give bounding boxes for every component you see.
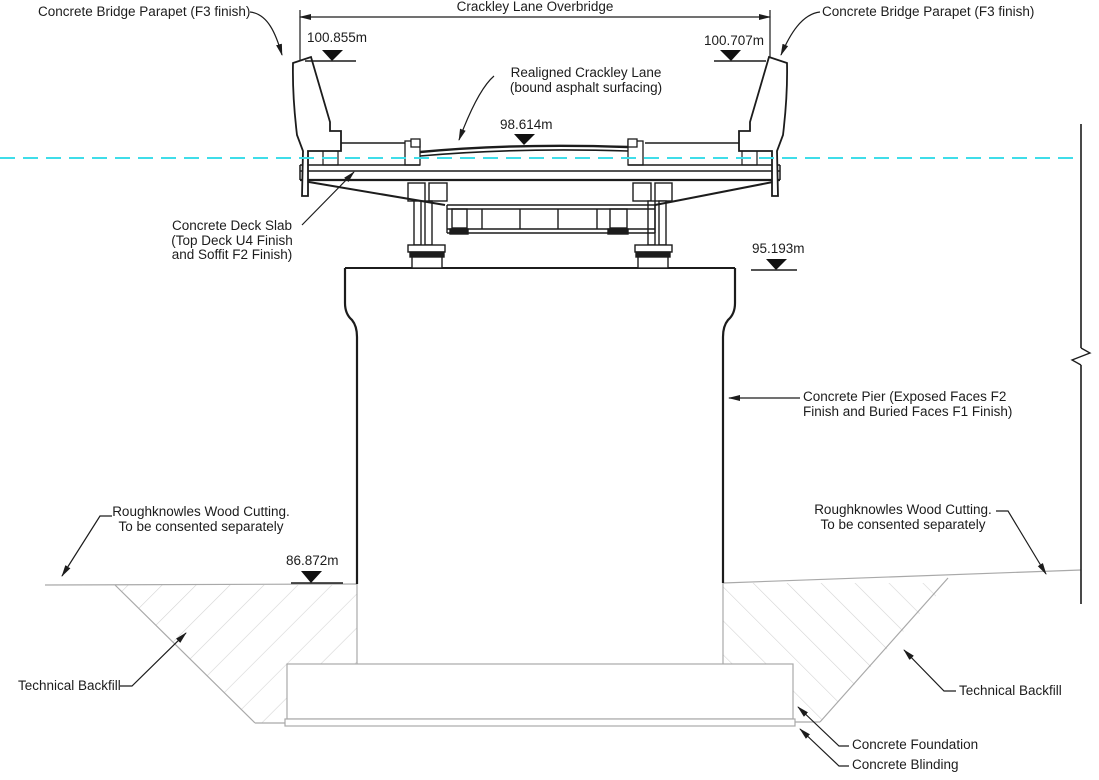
leader-blinding	[799, 728, 849, 767]
parapet-right-outline	[738, 55, 788, 197]
concrete-blinding-outline	[284, 718, 796, 727]
level-marker-icon	[301, 571, 322, 583]
kerb-left-cap	[410, 138, 421, 148]
blinding-label: Concrete Blinding	[852, 757, 959, 772]
parapet-left-outline	[292, 55, 342, 197]
level-marker-icon	[720, 50, 741, 61]
level-text-parapet-right: 100.707m	[704, 33, 765, 48]
pier-right-edge	[721, 268, 737, 583]
level-text-ground: 86.872m	[286, 553, 339, 568]
deck-structure	[299, 138, 781, 206]
ground-line-right	[722, 569, 1082, 584]
concrete-pier	[343, 267, 737, 584]
backfill-hatch-right	[723, 583, 948, 722]
ground-line-left	[44, 583, 358, 586]
realigned-lane-label: Realigned Crackley Lane (bound asphalt s…	[509, 65, 663, 95]
parapets	[292, 55, 788, 197]
extent-line-right	[1070, 124, 1092, 604]
level-marker-icon	[322, 50, 343, 61]
leader-cutting-right	[996, 510, 1047, 575]
deck-slab-label: Concrete Deck Slab (Top Deck U4 Finish a…	[171, 218, 293, 262]
deck-edges	[299, 165, 781, 180]
dimension-title: Crackley Lane Overbridge	[456, 0, 614, 14]
leader-backfill-left	[120, 632, 187, 687]
level-text-road: 98.614m	[500, 117, 553, 132]
parapet-left-label: Concrete Bridge Parapet (F3 finish)	[38, 4, 251, 19]
leader-foundation	[797, 706, 849, 747]
leader-lines	[61, 11, 1047, 767]
bearing-left	[407, 182, 448, 269]
pier-buried-edges	[356, 583, 724, 664]
concrete-foundation-outline	[286, 663, 794, 720]
diaphragm-beam	[446, 204, 656, 235]
buried-linework	[44, 569, 1082, 727]
soffit-haunch-right	[654, 180, 779, 206]
leader-backfill-right	[903, 649, 956, 692]
backfill-hatch-left	[115, 585, 357, 723]
kerb-right-cap	[627, 138, 638, 148]
level-text-parapet-left: 100.855m	[307, 30, 368, 45]
leader-parapet-right	[780, 11, 821, 56]
leader-deck-slab	[301, 171, 355, 226]
bearing-right	[632, 182, 673, 269]
pier-label: Concrete Pier (Exposed Faces F2 Finish a…	[803, 389, 1013, 419]
backfill-right-label: Technical Backfill	[959, 683, 1062, 698]
parapet-right-label: Concrete Bridge Parapet (F3 finish)	[822, 4, 1035, 19]
foundation-label: Concrete Foundation	[852, 737, 979, 752]
leader-realigned-lane	[458, 75, 495, 141]
backfill-left-label: Technical Backfill	[18, 678, 121, 693]
road-surface-bottom	[419, 149, 629, 157]
dimension-extension-lines	[299, 10, 771, 60]
level-marker-icon	[514, 134, 535, 145]
level-markers	[291, 50, 797, 584]
cutting-left-label: Roughknowles Wood Cutting. To be consent…	[112, 504, 290, 534]
road-surface-top	[419, 144, 629, 154]
deck-slab-lines	[300, 164, 780, 172]
pier-left-edge	[343, 268, 359, 584]
level-text-pier-top: 95.193m	[752, 241, 805, 256]
break-symbol	[1070, 347, 1092, 366]
excavation-slope-left	[114, 584, 287, 724]
cutting-right-label: Roughknowles Wood Cutting. To be consent…	[814, 502, 992, 532]
leader-cutting-left	[61, 515, 112, 577]
excavation-slope-right	[793, 577, 949, 723]
leader-parapet-left	[249, 11, 283, 56]
overbridge-dimension	[299, 10, 771, 60]
soffit-haunch-left	[302, 180, 446, 206]
level-marker-icon	[766, 259, 787, 270]
